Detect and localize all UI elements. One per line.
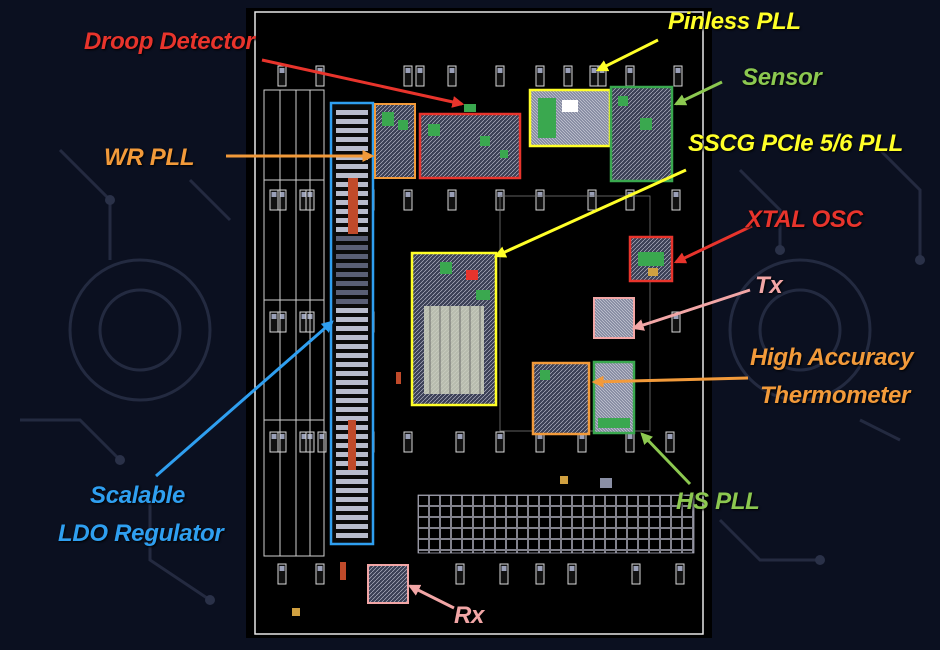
label-xtal-osc: XTAL OSC bbox=[746, 206, 863, 233]
label-thermometer-line2: Thermometer bbox=[760, 382, 911, 409]
label-hs-pll: HS PLL bbox=[676, 488, 760, 515]
label-sensor: Sensor bbox=[742, 64, 822, 91]
label-wr-pll: WR PLL bbox=[104, 144, 195, 171]
misc-cells bbox=[292, 372, 612, 616]
sensor-arrow bbox=[673, 80, 723, 106]
label-pinless-pll: Pinless PLL bbox=[668, 8, 801, 35]
thermometer-block bbox=[531, 361, 591, 436]
label-sscg-pcie-pll: SSCG PCIe 5/6 PLL bbox=[688, 130, 903, 157]
io-pads bbox=[269, 65, 685, 585]
thermometer-arrow bbox=[591, 375, 749, 388]
label-thermometer-line1: High Accuracy bbox=[750, 344, 914, 371]
label-tx: Tx bbox=[755, 272, 783, 299]
xtal-osc-arrow bbox=[673, 224, 753, 264]
label-droop-detector: Droop Detector bbox=[84, 28, 255, 55]
label-rx: Rx bbox=[454, 602, 485, 629]
memory-grid-array bbox=[417, 494, 695, 554]
hs-pll-arrow bbox=[640, 432, 692, 486]
droop-detector-arrow bbox=[261, 58, 465, 108]
xtal-osc-block bbox=[628, 235, 674, 283]
sscg-pcie-pll-arrow bbox=[493, 168, 687, 258]
pinless-pll-arrow bbox=[595, 38, 659, 72]
hs-pll-block bbox=[592, 360, 636, 435]
pinless-pll-block bbox=[528, 88, 612, 148]
sscg-pcie-pll-block bbox=[410, 251, 498, 407]
ldo-regulator-block bbox=[329, 101, 375, 546]
wr-pll-block bbox=[374, 103, 416, 179]
tx-arrow bbox=[631, 288, 751, 331]
sensor-block bbox=[609, 85, 674, 183]
rx-block bbox=[367, 564, 409, 604]
rx-arrow bbox=[407, 584, 455, 610]
tx-block bbox=[593, 297, 635, 339]
ldo-regulator-arrow bbox=[155, 320, 334, 478]
annotation-arrows bbox=[155, 38, 753, 610]
label-ldo-line1: Scalable bbox=[90, 482, 185, 509]
label-ldo-line2: LDO Regulator bbox=[58, 520, 224, 547]
droop-detector-block bbox=[418, 104, 522, 180]
